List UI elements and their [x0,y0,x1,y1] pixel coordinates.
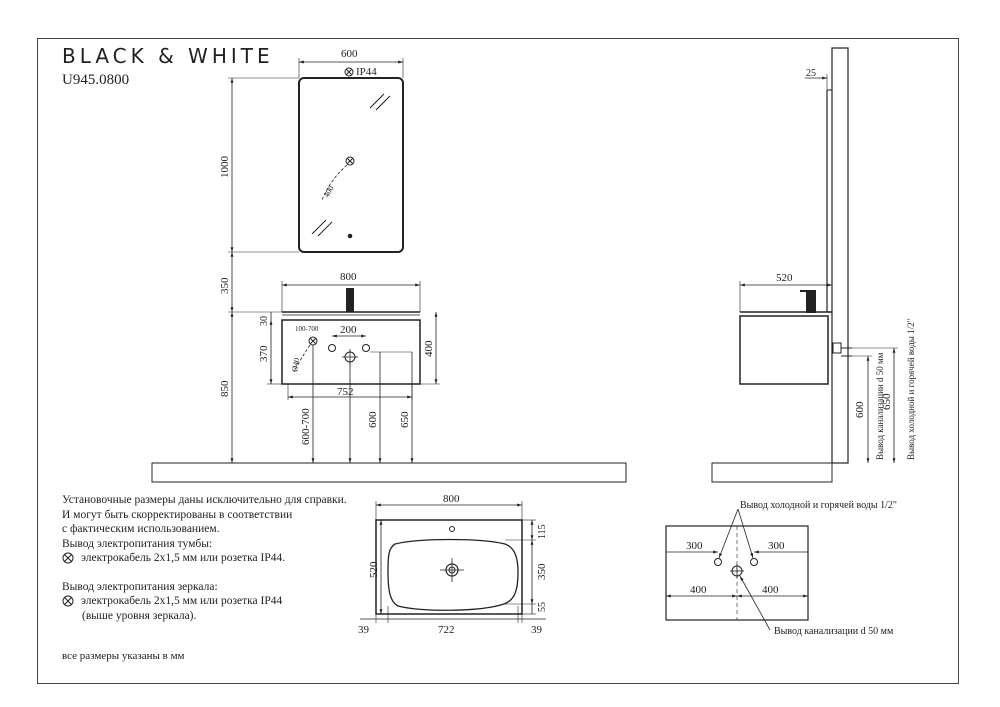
socket-cross-icon [62,552,74,564]
mirror-height-label: 1000 [219,156,231,179]
wall-drain-label: Вывод канализации d 50 мм [774,626,894,637]
socket-cross-icon [62,595,74,607]
mirror-power-text: электрокабель 2х1,5 мм или розетка IP44 [81,595,283,607]
cabinet-power-title: Вывод электропитания тумбы: [62,537,213,550]
basin-plan-view [360,501,546,623]
drawing-frame [37,38,959,684]
note-line-1: Установочные размеры даны исключительно … [62,494,347,506]
cabinet-front-view [228,252,440,463]
outlet-diameter-label: Ø40 [290,357,301,372]
outlet-height-label: 600-700 [300,408,312,445]
model-number: U945.0800 [62,72,130,88]
basin-inner-width-label: 722 [438,624,455,636]
mount-height-label: 850 [219,380,231,397]
basin-front-margin-label: 55 [537,602,548,612]
side-depth-label: 520 [776,272,793,284]
installation-notes: Установочные размеры даны исключительно … [62,493,362,623]
basin-width-label: 800 [443,493,460,505]
units-footer: все размеры указаны в мм [62,650,185,662]
drawer-height-label: 370 [258,345,270,362]
side-drain-height-label: 600 [854,401,866,418]
wall-water-right-label: 300 [768,540,785,552]
top-thickness-label: 30 [259,316,270,326]
side-drain-label: Вывод канализации d 50 мм [875,352,885,460]
side-water-label: Вывод холодной и горячей воды 1/2" [906,318,916,460]
note-line-3: с фактическим использованием. [62,523,220,535]
mirror-power-note: (выше уровня зеркала). [82,609,197,622]
mirror-width-label: 600 [341,48,358,60]
brand-logo: BLACK & WHITE [62,44,274,68]
note-line-2: И могут быть скорректированы в соответст… [62,508,293,521]
mirror-front-view [228,58,404,253]
floor-front [151,462,627,483]
basin-back-margin-label: 115 [537,524,548,539]
mirror-power-title: Вывод электропитания зеркала: [62,580,218,593]
water-height-front-label: 650 [399,411,411,428]
cabinet-width-label: 800 [340,271,357,283]
mirror-ip-label: IP44 [356,66,377,78]
basin-side-right-label: 39 [531,624,543,636]
wall-water-left-label: 300 [686,540,703,552]
outlet-range-label: 100-700 [295,325,319,333]
inner-width-label: 752 [337,386,354,398]
wall-plan-view [665,508,809,631]
gap-350-label: 350 [219,277,231,294]
side-water-height-label: 650 [881,393,893,410]
basin-bowl-depth-label: 350 [536,563,548,580]
hole-spacing-label: 200 [340,324,357,336]
mirror-power-row: электрокабель 2х1,5 мм или розетка IP44 [62,594,362,609]
mirror-depth-label: 25 [806,68,816,79]
basin-side-left-label: 39 [358,624,370,636]
drain-height-front-label: 600 [367,411,379,428]
floor-side [711,462,833,483]
wall-water-label: Вывод холодной и горячей воды 1/2" [740,500,897,511]
basin-depth-label: 520 [368,561,380,578]
wall-drain-left-label: 400 [690,584,707,596]
mirror-switch-range-label: 400 [322,184,336,199]
side-view [739,47,898,464]
wall-drain-right-label: 400 [762,584,779,596]
cabinet-power-row: электрокабель 2х1,5 мм или розетка IP44. [62,551,362,566]
cabinet-height-label: 400 [423,340,435,357]
cabinet-power-text: электрокабель 2х1,5 мм или розетка IP44. [81,552,286,564]
